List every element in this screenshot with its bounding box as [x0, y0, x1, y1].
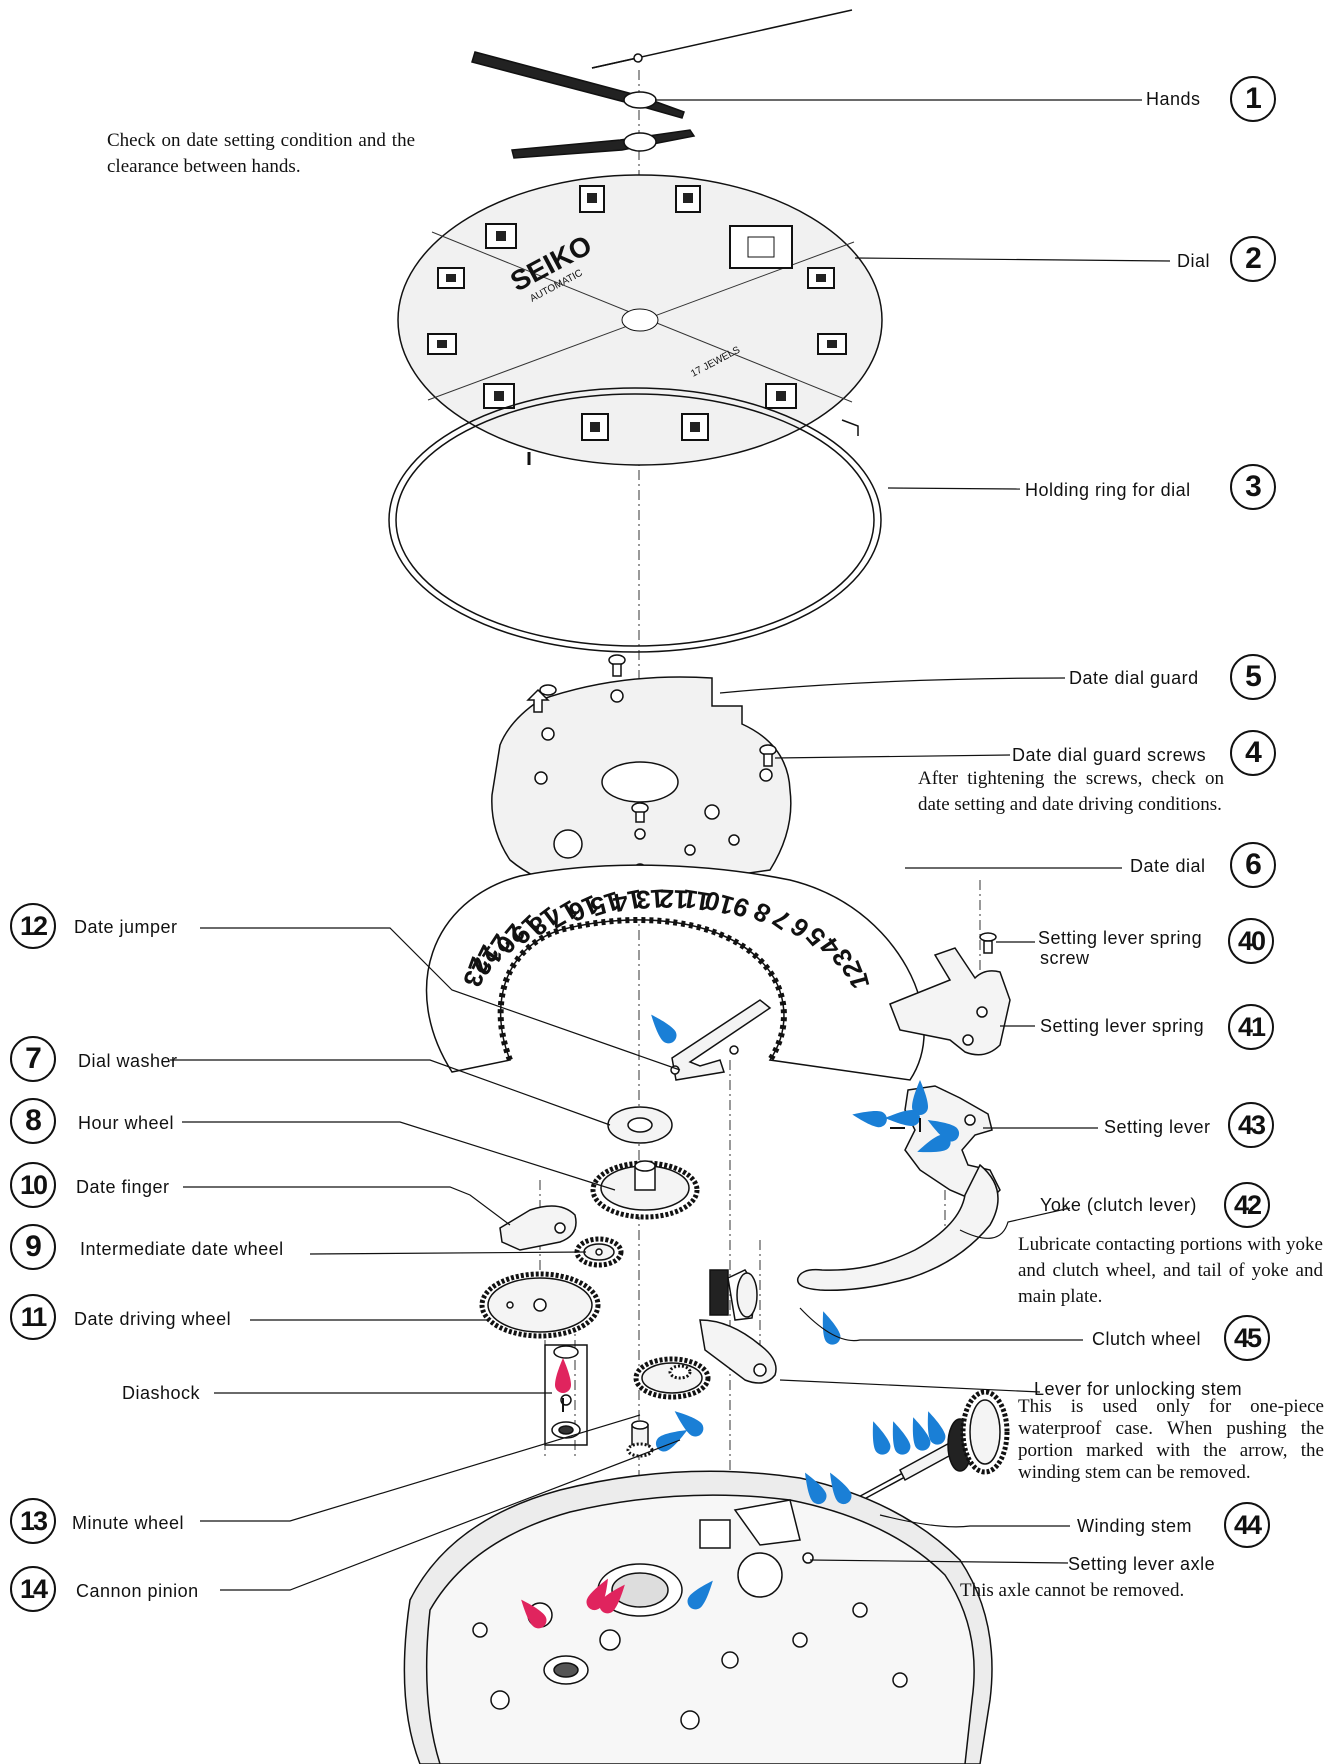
number-43: 43: [1228, 1102, 1274, 1148]
date-jumper-part: [670, 999, 772, 1081]
label-date-dial-guard-screws: Date dial guard screws: [1012, 745, 1207, 765]
label-diashock: Diashock: [122, 1383, 201, 1403]
yoke-part: [796, 1163, 999, 1291]
label-dial-washer: Dial washer: [78, 1051, 178, 1071]
label-holding-ring: Holding ring for dial: [1025, 480, 1191, 500]
label-date-dial-guard: Date dial guard: [1069, 668, 1199, 688]
number-10: 10: [10, 1162, 56, 1208]
unlocking-lever-part: [699, 1319, 777, 1384]
date-numeral: 11: [681, 883, 713, 917]
number-14: 14: [10, 1566, 56, 1612]
number-9: 9: [10, 1224, 56, 1270]
date-numeral: 12: [659, 883, 689, 914]
label-setting-lever-spring: Setting lever spring: [1040, 1016, 1205, 1036]
hour-wheel-part: [590, 1160, 700, 1220]
number-45: 45: [1224, 1315, 1270, 1361]
label-cannon-pinion: Cannon pinion: [76, 1581, 199, 1601]
number-2: 2: [1230, 236, 1276, 282]
label-date-finger: Date finger: [76, 1177, 170, 1197]
note-yoke: Lubricate contacting portions with yoke …: [1018, 1234, 1323, 1307]
date-driving-wheel-part: [479, 1271, 601, 1339]
note-lever: This is used only for one-piece waterpro…: [1018, 1396, 1324, 1483]
label-hour-wheel: Hour wheel: [78, 1113, 175, 1133]
label-setting-lever: Setting lever: [1104, 1117, 1211, 1137]
date-dial-guard-screws: [526, 654, 777, 823]
label-date-jumper: Date jumper: [74, 917, 178, 937]
holding-ring-part: [388, 387, 882, 653]
setting-lever-spring-part: [889, 932, 1011, 1056]
number-6: 6: [1230, 842, 1276, 888]
minute-wheel-part: [633, 1356, 711, 1400]
dial-part: SEIKO AUTOMATIC 17 JEWELS: [397, 174, 883, 466]
number-40: 40: [1228, 918, 1274, 964]
label-minute-wheel: Minute wheel: [72, 1513, 185, 1533]
main-plate-part: [403, 1470, 993, 1764]
note-hands: Check on date setting condition and the …: [107, 130, 415, 177]
diashock-part: [544, 1344, 588, 1446]
cannon-pinion-part: [626, 1420, 654, 1458]
number-5: 5: [1230, 654, 1276, 700]
label-date-driving-wheel: Date driving wheel: [74, 1309, 232, 1329]
dial-washer-part: [607, 1106, 673, 1144]
label-winding-stem: Winding stem: [1077, 1516, 1193, 1536]
number-1: 1: [1230, 76, 1276, 122]
number-3: 3: [1230, 464, 1276, 510]
number-7: 7: [10, 1036, 56, 1082]
oil-arrows: [562, 1118, 921, 1412]
label-date-dial: Date dial: [1130, 856, 1206, 876]
note-axle: This axle cannot be removed.: [960, 1580, 1185, 1601]
number-42: 42: [1224, 1182, 1270, 1228]
number-44: 44: [1224, 1502, 1270, 1548]
note-screws: After tightening the screws, check on da…: [918, 768, 1224, 815]
label-hands: Hands: [1146, 89, 1201, 109]
date-numeral: 13: [635, 883, 666, 915]
label-yoke: Yoke (clutch lever): [1040, 1195, 1197, 1215]
label-dial: Dial: [1177, 251, 1211, 271]
number-11: 11: [10, 1294, 56, 1340]
hands-part: [471, 9, 853, 159]
leader-lines: [170, 99, 1171, 1591]
label-setting-lever-spring-screw: Setting lever spring: [1038, 928, 1203, 948]
date-numeral: 14: [610, 884, 645, 919]
label-clutch-wheel: Clutch wheel: [1092, 1329, 1202, 1349]
number-8: 8: [10, 1098, 56, 1144]
date-finger-part: [499, 1205, 577, 1251]
number-41: 41: [1228, 1004, 1274, 1050]
clutch-wheel-part: [709, 1269, 758, 1321]
number-13: 13: [10, 1498, 56, 1544]
number-12: 12: [10, 903, 56, 949]
number-4: 4: [1230, 730, 1276, 776]
label-setting-lever-axle: Setting lever axle: [1068, 1554, 1216, 1574]
label-intermediate-date-wheel: Intermediate date wheel: [80, 1239, 284, 1259]
label-setting-lever-spring-screw-2: screw: [1040, 948, 1090, 968]
date-dial-guard-part: [491, 676, 792, 901]
label-lever-unlocking-stem: Lever for unlocking stem: [1034, 1379, 1243, 1399]
winding-stem-part: [828, 1389, 1010, 1518]
